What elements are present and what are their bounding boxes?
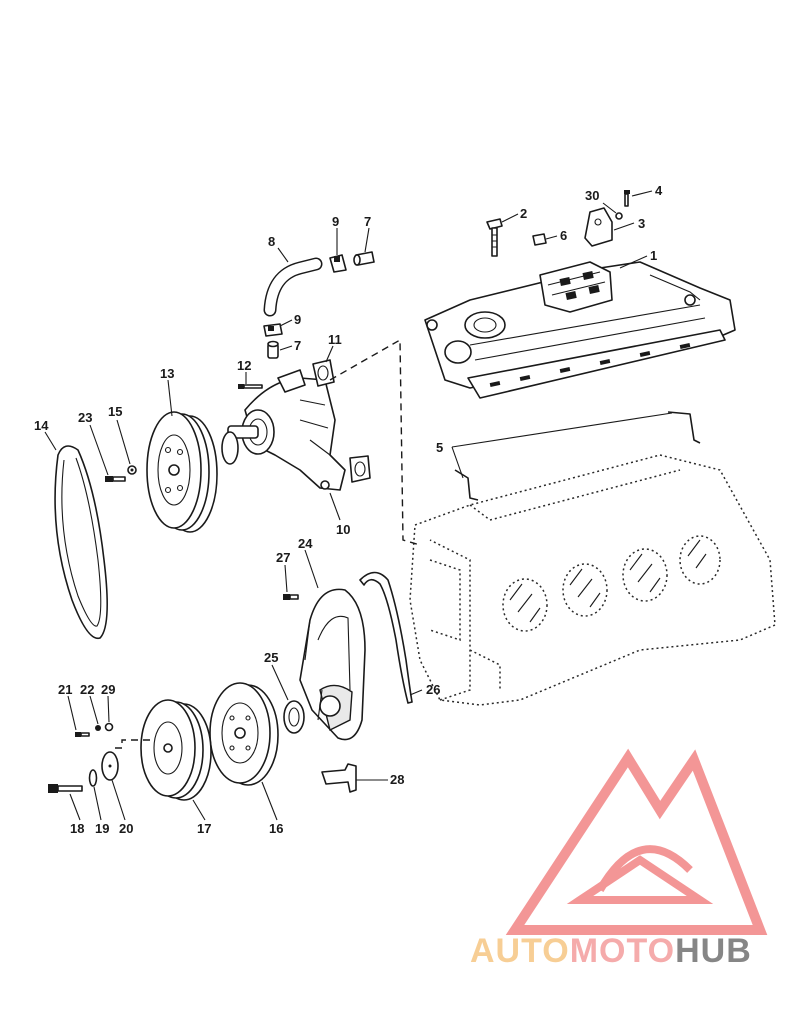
callout-11: 11	[328, 332, 342, 347]
leader-lines	[44, 190, 673, 821]
hose-nipple-lower	[267, 340, 279, 359]
callout-29: 29	[101, 682, 115, 697]
callout-7-upper: 7	[364, 214, 371, 229]
manifold-gasket	[454, 329, 726, 501]
callout-8: 8	[268, 234, 275, 249]
timing-cover-gasket	[359, 571, 413, 704]
hose-clamp-lower	[263, 323, 283, 337]
bypass-hose	[263, 257, 323, 317]
hose-nipple-upper	[353, 251, 375, 266]
water-pump-pulley	[146, 411, 218, 533]
callout-17: 17	[197, 821, 211, 836]
callout-27: 27	[276, 550, 290, 565]
intake-manifold	[424, 261, 736, 389]
callout-9-upper: 9	[332, 214, 339, 229]
manifold-bolt	[486, 218, 503, 257]
pump-gasket-upper	[312, 359, 335, 387]
callout-6: 6	[560, 228, 567, 243]
oil-seal	[283, 700, 305, 734]
lock-washer	[127, 465, 137, 475]
callout-22: 22	[80, 682, 94, 697]
hose-clamp-upper	[329, 254, 347, 273]
svg-text:AUTOMOTOHUB: AUTOMOTOHUB	[470, 932, 752, 970]
water-pump	[221, 369, 346, 491]
callout-30: 30	[585, 188, 599, 203]
callout-21: 21	[58, 682, 72, 697]
callout-20: 20	[119, 821, 133, 836]
automotohub-watermark: AUTOMOTOHUB	[470, 748, 768, 970]
callout-9-lower: 9	[294, 312, 301, 327]
callout-3: 3	[638, 216, 645, 231]
crank-plate	[101, 751, 119, 781]
callout-28: 28	[390, 772, 404, 787]
callout-13: 13	[160, 366, 174, 381]
pulley-lockwasher	[95, 725, 101, 731]
callout-25: 25	[264, 650, 278, 665]
callout-4: 4	[655, 183, 663, 198]
harmonic-balancer	[209, 682, 279, 786]
callout-26: 26	[426, 682, 440, 697]
drive-belt	[54, 445, 108, 640]
timing-cover	[299, 588, 366, 741]
watermark-text-moto: MOTO	[570, 932, 675, 970]
cover-bolt	[283, 594, 299, 600]
timing-bracket	[321, 763, 357, 793]
automotohub-logo-icon	[505, 748, 768, 935]
plug-fitting	[532, 233, 547, 246]
crankshaft-pulley	[140, 699, 212, 801]
callout-24: 24	[298, 536, 313, 551]
callout-18: 18	[70, 821, 84, 836]
pump-bolt	[238, 384, 263, 389]
callout-labels: 1 2 3 4 5 6 7 7 8 9 9 10 11 12 13 14 15 …	[34, 183, 663, 836]
engine-block	[409, 454, 776, 706]
pulley-bolt	[105, 476, 126, 482]
watermark-text-hub: HUB	[675, 932, 752, 970]
pump-gasket-lower	[349, 455, 371, 483]
callout-15: 15	[108, 404, 122, 419]
callout-19: 19	[95, 821, 109, 836]
callout-1: 1	[650, 248, 657, 263]
callout-7-lower: 7	[294, 338, 301, 353]
callout-16: 16	[269, 821, 283, 836]
crank-bolt	[48, 784, 83, 793]
pulley-flatwasher	[104, 722, 114, 732]
pulley-screw	[75, 732, 90, 737]
callout-12: 12	[237, 358, 251, 373]
callout-2: 2	[520, 206, 527, 221]
callout-14: 14	[34, 418, 49, 433]
small-bolt	[615, 190, 630, 220]
callout-23: 23	[78, 410, 92, 425]
bracket	[584, 207, 613, 247]
callout-10: 10	[336, 522, 350, 537]
crank-washer	[88, 769, 98, 787]
assembly-lines	[115, 338, 421, 749]
callout-5: 5	[436, 440, 443, 455]
watermark-text-auto: AUTO	[470, 932, 570, 970]
